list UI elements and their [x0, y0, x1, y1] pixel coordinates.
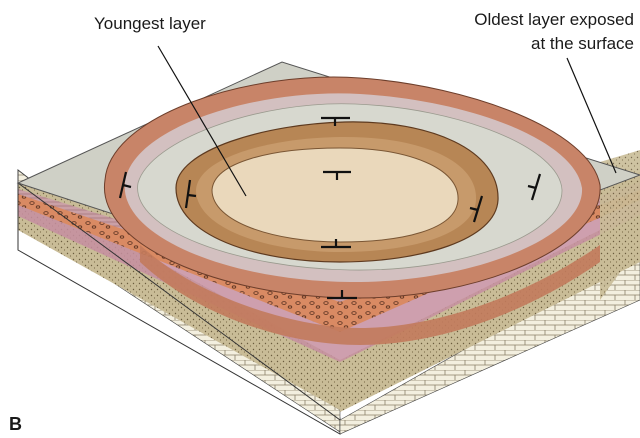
- oldest-layer-label: Oldest layer exposed: [474, 10, 634, 30]
- panel-label: B: [9, 414, 22, 434]
- youngest-layer-label: Youngest layer: [94, 14, 206, 34]
- oldest-layer-label-line2: at the surface: [531, 34, 634, 54]
